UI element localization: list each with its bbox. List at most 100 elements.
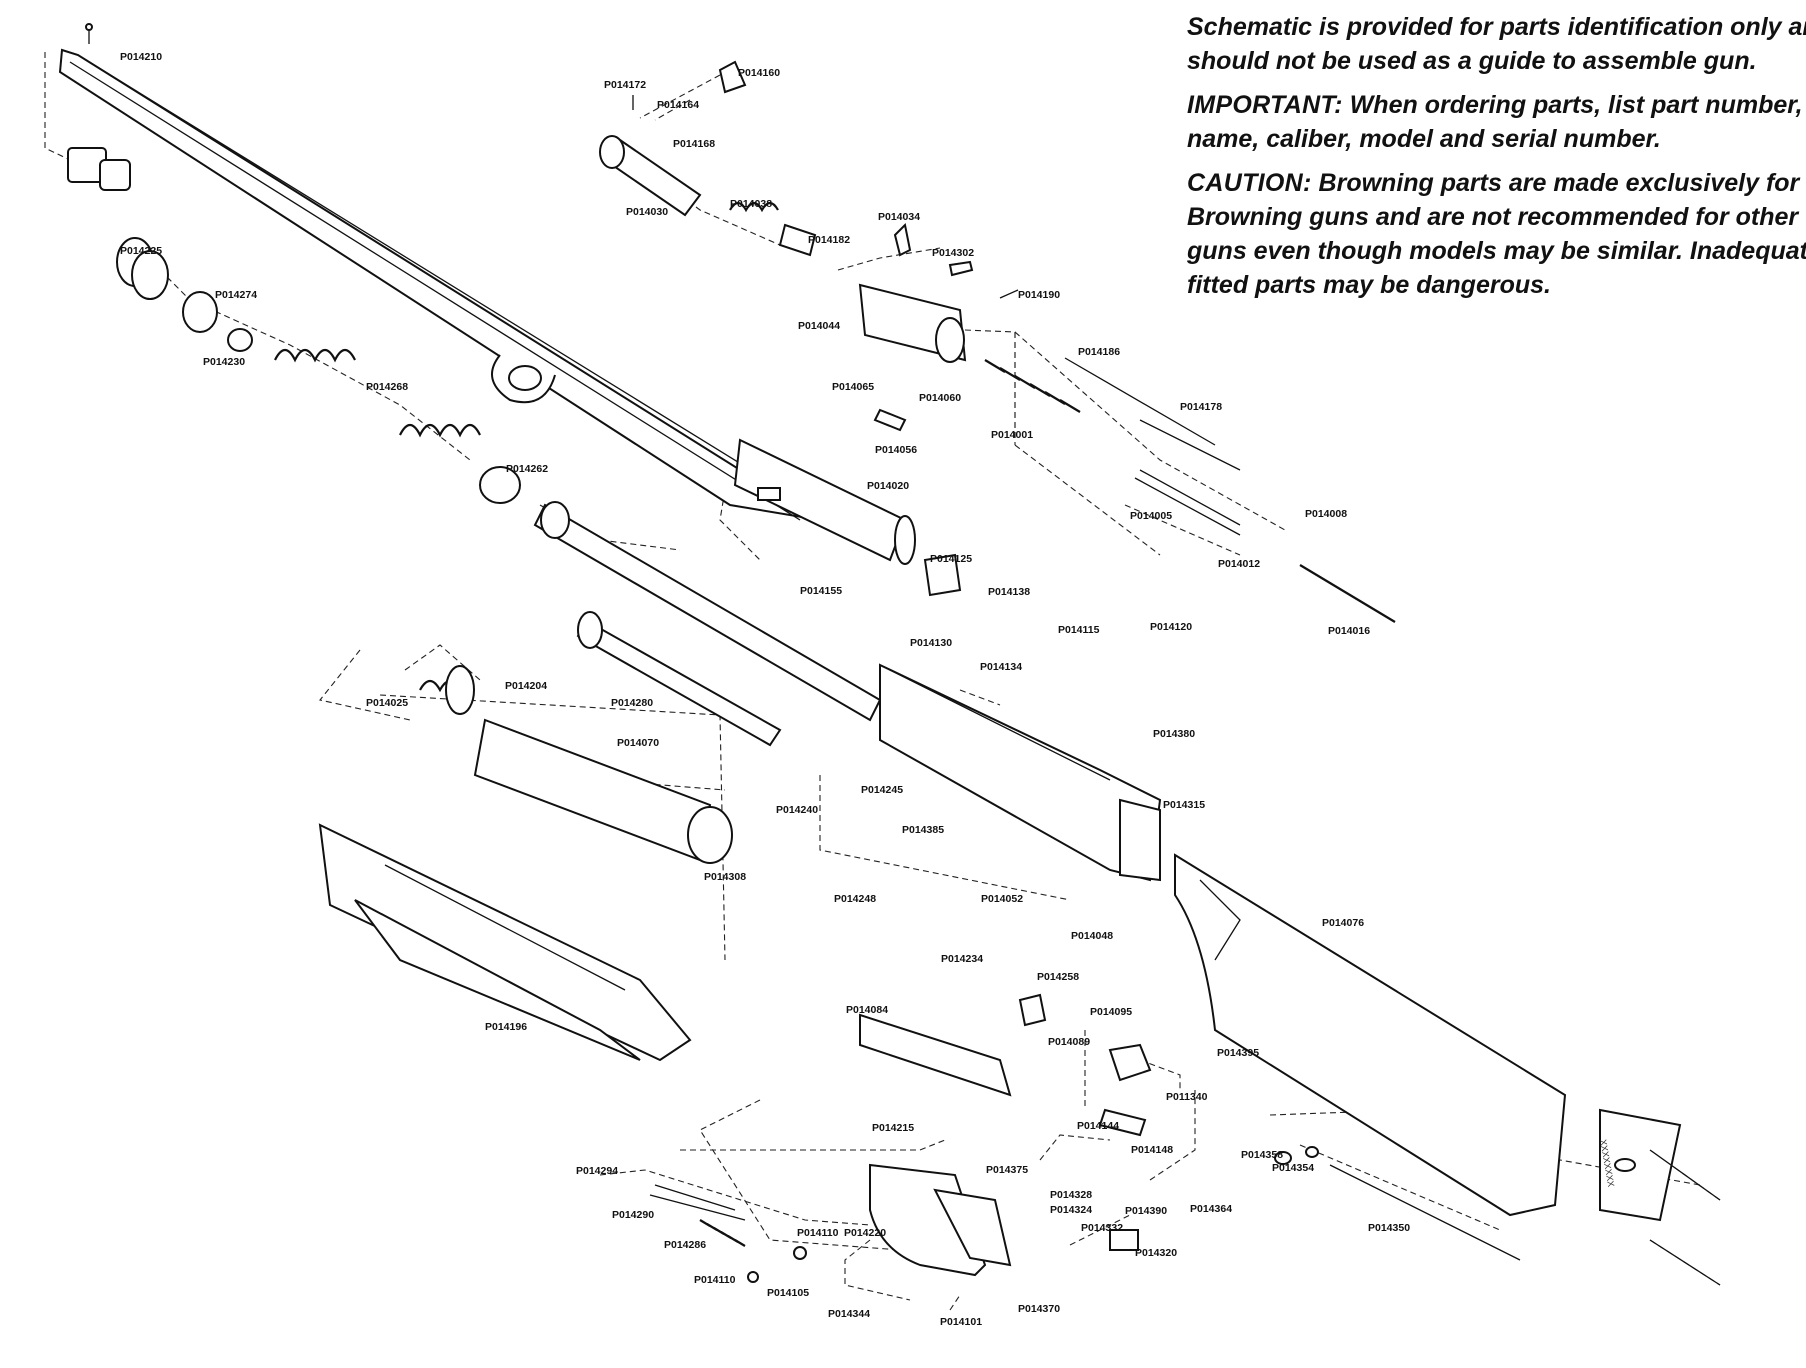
trigger-pins-and-springs (649, 1146, 1521, 1283)
important-text-line2: name, caliber, model and serial number. (1187, 125, 1661, 153)
part-label: P014105 (767, 1287, 809, 1299)
part-label: P014234 (941, 953, 983, 965)
part-label: P014225 (120, 245, 162, 257)
part-label: P014084 (846, 1004, 888, 1016)
part-label: P014034 (878, 211, 920, 223)
part-label: P014315 (1163, 799, 1205, 811)
part-label: P014294 (576, 1165, 618, 1177)
part-label: P014220 (844, 1227, 886, 1239)
schematic-notice-line2: should not be used as a guide to assembl… (1187, 47, 1757, 75)
part-label: P014089 (1048, 1036, 1090, 1048)
part-label: P014052 (981, 893, 1023, 905)
part-label: P014134 (980, 661, 1022, 673)
part-label: P014060 (919, 392, 961, 404)
part-label: P014005 (1130, 510, 1172, 522)
part-label: P014160 (738, 67, 780, 79)
part-label: P014390 (1125, 1205, 1167, 1217)
part-label: P014016 (1328, 625, 1370, 637)
magazine-cap (473, 718, 733, 864)
part-label: P014385 (902, 824, 944, 836)
part-label: P014210 (120, 51, 162, 63)
part-label: P014065 (832, 381, 874, 393)
barrel (58, 48, 916, 565)
part-label: P014110 (797, 1227, 839, 1239)
part-label: P014364 (1190, 1203, 1232, 1215)
friction-ring-springs (274, 348, 521, 504)
important-label: IMPORTANT: (1187, 91, 1343, 119)
part-label: P014144 (1077, 1120, 1119, 1132)
part-label: P014196 (485, 1021, 527, 1033)
part-label: P014048 (1071, 930, 1113, 942)
part-label: P014178 (1180, 401, 1222, 413)
part-label: P014240 (776, 804, 818, 816)
part-label: P014025 (366, 697, 408, 709)
trigger-guard-assembly (869, 1163, 1139, 1277)
part-label: P014215 (872, 1122, 914, 1134)
part-label: P014324 (1050, 1204, 1092, 1216)
part-label: P014044 (798, 320, 840, 332)
part-label: P014110 (694, 1274, 736, 1286)
schematic-notice-line1: Schematic is provided for parts identifi… (1187, 13, 1806, 41)
parts-notice: Schematic is provided for parts identifi… (1187, 10, 1806, 310)
part-label: P014155 (800, 585, 842, 597)
part-label: P014030 (626, 206, 668, 218)
part-label: P014001 (991, 429, 1033, 441)
part-label: P014248 (834, 893, 876, 905)
part-label: P014130 (910, 637, 952, 649)
part-label: P014274 (215, 289, 257, 301)
receiver (879, 553, 1162, 882)
part-label: P014186 (1078, 346, 1120, 358)
part-label: P014038 (730, 198, 772, 210)
caution-text: Browning parts are made exclusively for (1311, 169, 1800, 197)
important-text: When ordering parts, list part number, (1342, 91, 1803, 119)
part-label: P014204 (505, 680, 547, 692)
part-label: P014344 (828, 1308, 870, 1320)
part-label: P014332 (1081, 1222, 1123, 1234)
cocking-handle (599, 60, 747, 217)
part-label: P014070 (617, 737, 659, 749)
part-label: P014328 (1050, 1189, 1092, 1201)
hammer-and-carrier (859, 993, 1152, 1137)
part-label: P014262 (506, 463, 548, 475)
magazine-follower (576, 611, 782, 747)
schematic-notice: Schematic is provided for parts identifi… (1187, 10, 1806, 78)
part-label: P014095 (1090, 1006, 1132, 1018)
part-label: P014076 (1322, 917, 1364, 929)
action-spring-rods (984, 357, 1396, 623)
part-label: P014190 (1018, 289, 1060, 301)
part-label: P014182 (808, 234, 850, 246)
bolt-springs (729, 201, 912, 257)
part-label: P014168 (673, 138, 715, 150)
caution-notice: CAUTION: Browning parts are made exclusi… (1187, 166, 1806, 302)
part-label: P014008 (1305, 508, 1347, 520)
part-label: P014354 (1272, 1162, 1314, 1174)
front-sight-bead (85, 23, 93, 44)
part-label: P014350 (1368, 1222, 1410, 1234)
part-label: P014172 (604, 79, 646, 91)
buttstock (1174, 853, 1567, 1217)
part-label: P014101 (940, 1316, 982, 1328)
part-label: P011340 (1166, 1091, 1208, 1103)
magazine-spring-and-cap (419, 665, 475, 715)
part-label: P014148 (1131, 1144, 1173, 1156)
part-label: P014302 (932, 247, 974, 259)
part-label: P014268 (366, 381, 408, 393)
part-label: P014125 (930, 553, 972, 565)
part-label: P014286 (664, 1239, 706, 1251)
part-label: P014290 (612, 1209, 654, 1221)
bolt-body (858, 260, 1019, 363)
part-label: P014056 (875, 444, 917, 456)
caution-label: CAUTION: (1187, 169, 1312, 197)
caution-text-line4: fitted parts may be dangerous. (1187, 271, 1551, 299)
forearm (318, 823, 692, 1062)
part-label: P014120 (1150, 621, 1192, 633)
choke-tube (67, 147, 131, 191)
part-label: P014308 (704, 871, 746, 883)
part-label: P014164 (657, 99, 699, 111)
part-label: P014280 (611, 697, 653, 709)
part-number-labels: P014210 P014172 P014160 P014164 P014168 … (120, 51, 1410, 1328)
part-label: P014258 (1037, 971, 1079, 983)
important-notice: IMPORTANT: When ordering parts, list par… (1187, 88, 1806, 156)
part-label: P014370 (1018, 1303, 1060, 1315)
firing-pin (873, 408, 907, 432)
